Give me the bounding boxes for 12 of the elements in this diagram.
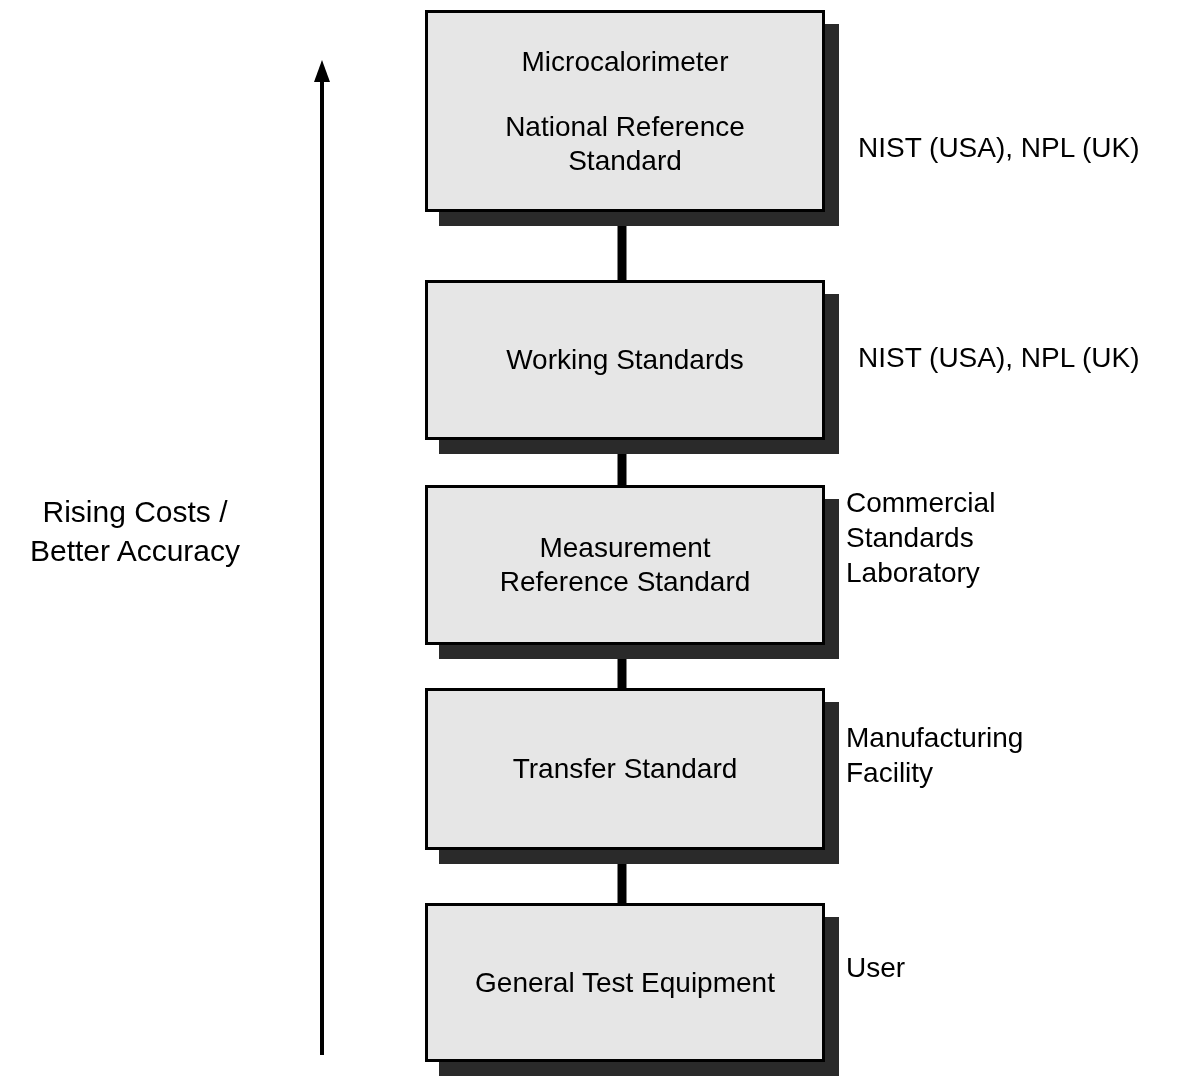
box-label: Microcalorimeter [521, 44, 729, 79]
axis-label: Rising Costs / Better Accuracy [28, 494, 242, 569]
box-label: National Reference Standard [504, 110, 746, 178]
box-label: General Test Equipment [475, 965, 775, 1000]
level-caption: User [846, 951, 907, 985]
level-caption: NIST (USA), NPL (UK) [858, 341, 1141, 375]
box-label: Measurement Reference Standard [498, 531, 752, 599]
box-label: Transfer Standard [512, 752, 738, 786]
level-caption: NIST (USA), NPL (UK) [858, 131, 1141, 165]
level-caption: Manufacturing Facility [846, 721, 1025, 790]
level-caption: Commercial Standards Laboratory [846, 486, 997, 590]
box-label: Working Standards [506, 343, 744, 377]
